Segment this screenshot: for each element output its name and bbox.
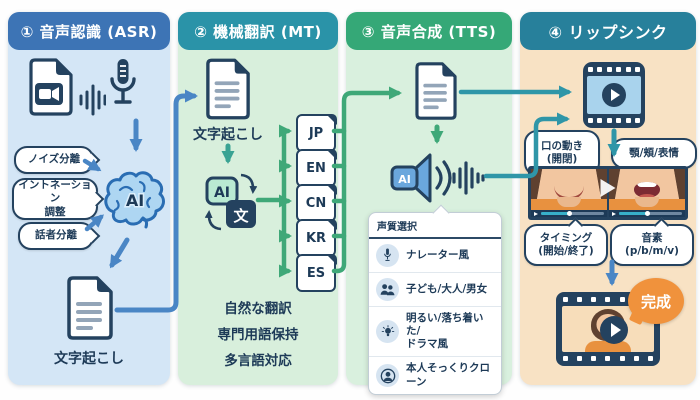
ai-speaker-icon: AI — [390, 153, 485, 203]
input-document-icon — [206, 58, 250, 120]
panel-mt: ② 機械翻訳 (MT) 文字起こし AI 文 JP EN CN KR — [178, 12, 338, 385]
panel-asr: ① 音声認識 (ASR) ノイズ分離 イントネーション 調 — [8, 12, 170, 385]
panel-tts: ③ 音声合成 (TTS) AI 声質選択 — [346, 12, 512, 395]
mt-feature: 専門用語保持 — [217, 327, 299, 343]
lang-doc-jp: JP — [296, 113, 337, 152]
bubble-timing: タイミング (開始/終了) — [524, 224, 608, 266]
mic-icon — [376, 244, 399, 267]
panel-asr-title: ① 音声認識 (ASR) — [8, 12, 170, 50]
panel-mt-title: ② 機械翻訳 (MT) — [178, 12, 338, 50]
video-clip-icon — [583, 62, 645, 128]
asr-output-label: 文字起こし — [54, 351, 124, 367]
voice-quality-card: 声質選択 ナレーター風 子ども/大人/男女 明るい/落ち着いた/ ドラマ風 — [368, 204, 502, 395]
people-icon — [376, 278, 399, 301]
panel-lipsync: ④ リップシンク 口の動き (開閉) 顎/頬/表情 #panel-lip .bu… — [520, 12, 697, 385]
play-icon — [600, 315, 629, 344]
mt-input-label: 文字起こし — [193, 127, 263, 143]
face-closed-mouth — [531, 169, 607, 217]
mt-features: 自然な翻訳 専門用語保持 多言語対応 — [184, 296, 332, 374]
mt-feature: 多言語対応 — [224, 353, 292, 369]
ai-translate-icon: AI 文 — [204, 173, 258, 231]
microphone-icon — [110, 59, 136, 104]
play-icon — [600, 179, 616, 198]
bubble-phoneme: 音素 (p/b/m/v) — [610, 224, 694, 266]
play-icon[interactable] — [612, 211, 616, 216]
voice-card-header: 声質選択 — [369, 213, 501, 239]
lang-doc-cn: CN — [296, 183, 337, 222]
voice-option-age-gender: 子ども/大人/男女 — [369, 273, 501, 307]
video-progress-bar[interactable] — [531, 210, 607, 217]
lang-doc-en: EN — [296, 148, 337, 187]
bulb-icon — [376, 320, 399, 344]
ai-brain-icon: AI — [104, 171, 165, 229]
panel-tts-title: ③ 音声合成 (TTS) — [346, 12, 512, 50]
lip-comparison-video — [528, 166, 688, 220]
lang-doc-kr: KR — [296, 218, 337, 257]
panel-lipsync-title: ④ リップシンク — [520, 12, 696, 50]
voice-option-clone: 本人そっくりクローン — [369, 357, 501, 393]
bubble-intonation: イントネーション 調整 — [12, 178, 98, 220]
waveform-icon — [79, 84, 106, 116]
video-file-icon — [29, 58, 73, 116]
voice-option-narrator: ナレーター風 — [369, 239, 501, 273]
bubble-noise-separation: ノイズ分離 — [14, 146, 94, 174]
lang-doc-es: ES — [296, 253, 337, 292]
done-badge: 完成 — [628, 278, 684, 324]
bubble-speaker-separation: 話者分離 — [18, 222, 94, 250]
mt-feature: 自然な翻訳 — [224, 301, 292, 317]
video-progress-bar[interactable] — [609, 210, 685, 217]
tts-input-document-icon — [415, 62, 457, 120]
play-icon[interactable] — [534, 211, 538, 216]
svg-text:AI: AI — [214, 185, 230, 201]
svg-text:文: 文 — [233, 207, 249, 225]
open-mouth — [634, 182, 660, 199]
svg-text:AI: AI — [126, 191, 144, 210]
play-icon — [602, 83, 626, 107]
person-icon — [376, 364, 399, 387]
face-open-mouth — [609, 169, 685, 217]
svg-text:AI: AI — [398, 173, 411, 186]
bubble-jaw-cheek-expression: 顎/頬/表情 — [611, 138, 697, 169]
transcript-document-icon — [67, 276, 113, 340]
voice-option-tone: 明るい/落ち着いた/ ドラマ風 — [369, 307, 501, 358]
final-video-icon — [556, 292, 660, 366]
